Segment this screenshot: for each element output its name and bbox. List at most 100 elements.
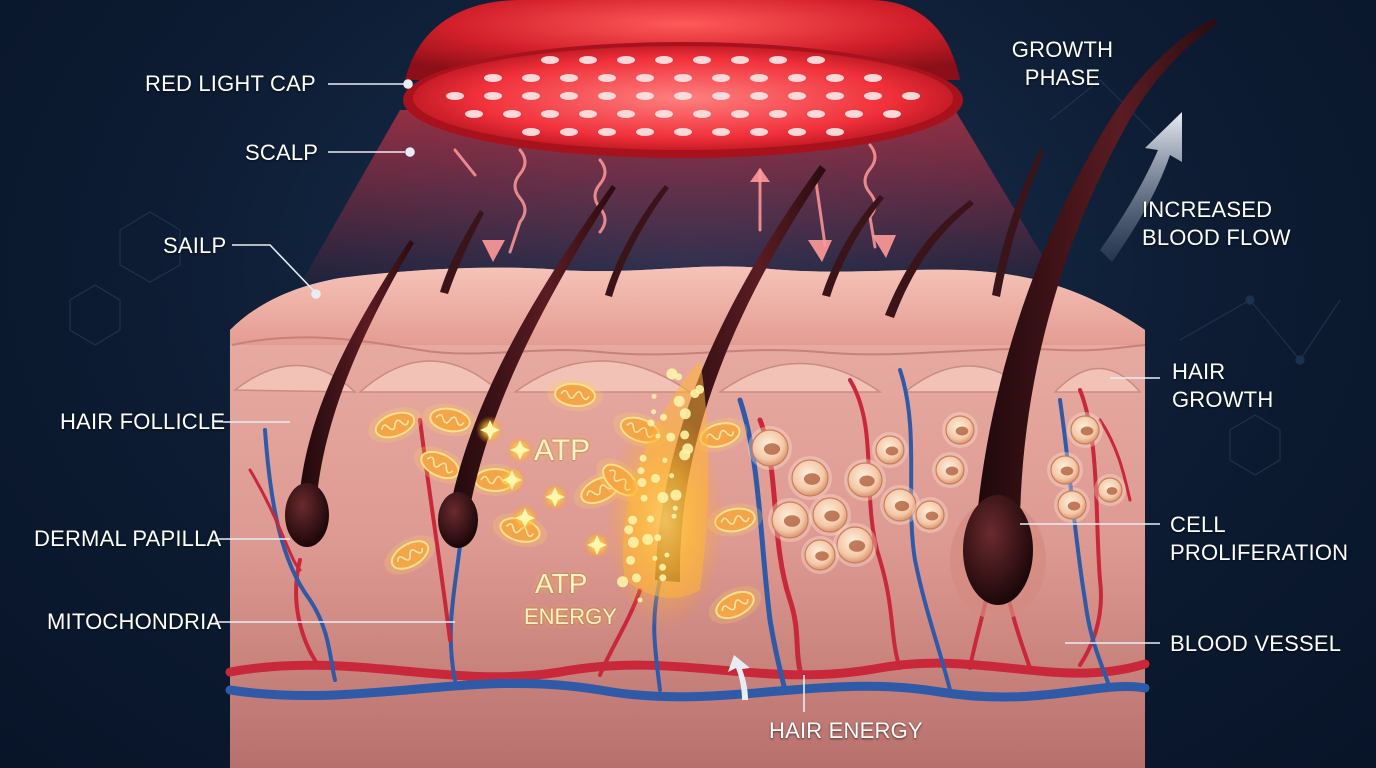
led-light (807, 110, 825, 118)
atp-particle (637, 597, 643, 603)
atp-spark-star (502, 470, 522, 490)
light-ray-arrowheads (482, 168, 896, 262)
atp-particles (617, 368, 705, 603)
led-light (598, 128, 616, 136)
atp-particle (637, 467, 645, 475)
label-cell-proliferation-line2: PROLIFERATION (1170, 540, 1349, 565)
led-light (598, 92, 616, 100)
atp-particle (639, 454, 647, 462)
mitochondrion (547, 378, 603, 412)
atp-particle (651, 393, 657, 399)
cell-nucleus (1060, 466, 1074, 476)
mitochondrion-cristae (381, 419, 409, 431)
blood-vessel (898, 368, 952, 692)
cell-nucleus (815, 551, 829, 561)
cell-nucleus (945, 466, 959, 476)
led-light (693, 110, 711, 118)
led-light (579, 56, 597, 64)
blood-vessel (448, 543, 462, 682)
cell-nucleus (955, 426, 969, 436)
led-light (750, 74, 768, 82)
atp-particle (673, 395, 685, 407)
dermal-papilla-bulb (285, 483, 329, 547)
hair-shaft (992, 150, 1044, 297)
led-light (712, 92, 730, 100)
led-light (807, 56, 825, 64)
led-light (655, 56, 673, 64)
led-light (522, 74, 540, 82)
cell-nucleus (925, 511, 939, 521)
led-light (826, 92, 844, 100)
mitochondrion-cristae (720, 515, 750, 525)
led-light (788, 74, 806, 82)
led-light (484, 74, 502, 82)
atp-spark-star (587, 535, 607, 555)
led-light (636, 74, 654, 82)
blood-vessel (1058, 398, 1112, 690)
atp-particle (631, 573, 641, 583)
leader-lines (215, 79, 1160, 712)
label-dermal-papilla: DERMAL PAPILLA (34, 526, 222, 551)
atp-particle (680, 430, 690, 440)
led-light (731, 110, 749, 118)
label-atp-energy: ENERGY (524, 604, 617, 629)
led-light (712, 74, 730, 82)
led-light (788, 128, 806, 136)
label-mitochondria: MITOCHONDRIA (47, 609, 222, 634)
cell-nucleus (803, 473, 821, 485)
led-light (883, 110, 901, 118)
atp-particle (617, 576, 629, 588)
blood-vessel (248, 468, 302, 572)
blood-vessel (225, 678, 1150, 702)
label-increased-blood-flow: INCREASED BLOOD FLOW (1142, 196, 1291, 252)
mitochondrion (413, 446, 467, 484)
label-cell-proliferation-line1: CELL (1170, 512, 1226, 537)
led-light (769, 56, 787, 64)
led-light (598, 74, 616, 82)
hair-energy-arrow (728, 655, 750, 700)
mitochondrion (422, 403, 478, 437)
atp-spark (476, 416, 504, 444)
label-scalp: SCALP (245, 140, 319, 165)
cell-nucleus (1080, 426, 1094, 436)
label-growth-phase-line1: GROWTH (1011, 37, 1114, 62)
led-light (693, 56, 711, 64)
cell-nucleus (824, 510, 840, 522)
mitochondrion (368, 407, 422, 443)
led-light (617, 56, 635, 64)
label-hair-energy: HAIR ENERGY (769, 718, 923, 743)
label-hair-follicle: HAIR FOLLICLE (60, 409, 226, 434)
atp-particle (659, 563, 667, 571)
atp-particle (628, 515, 638, 525)
led-light (579, 110, 597, 118)
atp-particle (647, 419, 655, 427)
led-light (788, 92, 806, 100)
atp-spark (511, 504, 539, 532)
proliferating-cells (748, 412, 1126, 574)
mitochondrion (708, 586, 762, 624)
cell-nucleus (763, 443, 781, 455)
led-light (731, 56, 749, 64)
atp-particle (640, 494, 648, 502)
led-light (522, 128, 540, 136)
hair-shaft (605, 185, 669, 297)
led-light (541, 56, 559, 64)
atp-spark (498, 466, 526, 494)
cell-nucleus (1106, 487, 1118, 495)
label-hair-growth-line2: GROWTH (1172, 387, 1274, 412)
cell-nucleus (859, 475, 875, 487)
cell-nucleus (1067, 501, 1081, 511)
atp-particle (637, 478, 647, 487)
cell-nucleus (894, 500, 910, 512)
atp-spark (506, 436, 534, 464)
atp-spark-star (510, 440, 530, 460)
energized-follicle (605, 360, 725, 630)
led-light (864, 92, 882, 100)
label-increased-blood-flow-line1: INCREASED (1142, 197, 1273, 222)
led-light (484, 92, 502, 100)
led-light (522, 92, 540, 100)
follicle-bulbs (285, 483, 1046, 620)
led-light (636, 92, 654, 100)
blood-vessel (225, 658, 1150, 682)
label-sailp: SAILP (163, 233, 227, 258)
